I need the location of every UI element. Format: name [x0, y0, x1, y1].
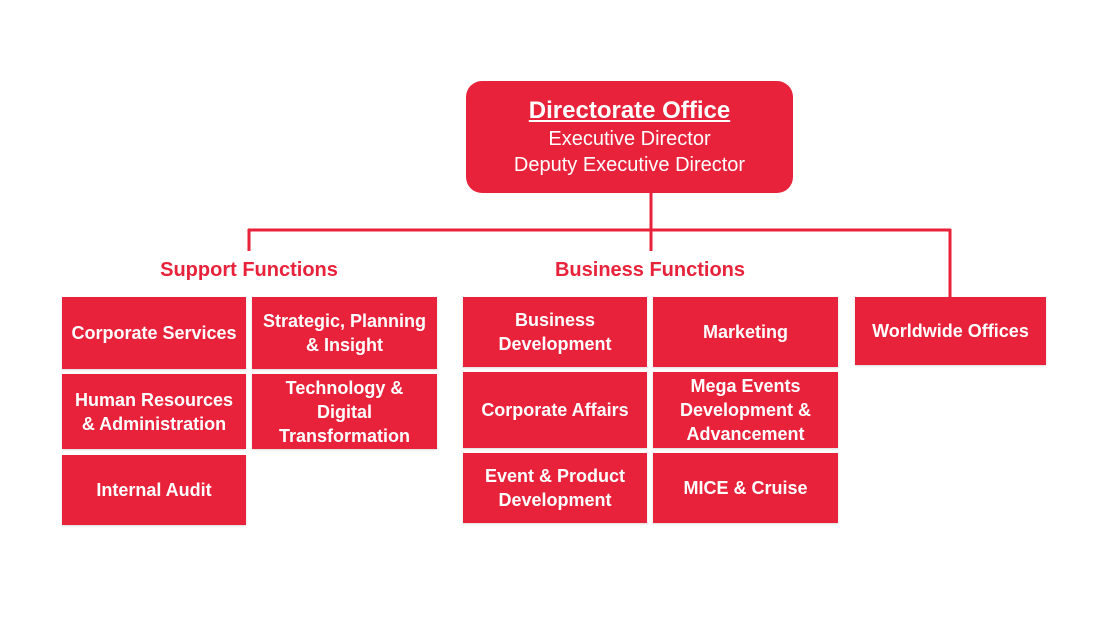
corporate-affairs-label: Corporate Affairs — [481, 400, 629, 420]
strategic-planning-insight-label: Strategic, Planning& Insight — [262, 311, 427, 355]
marketing-label: Marketing — [702, 322, 789, 342]
business-functions-heading: Business Functions — [554, 259, 746, 281]
human-resources-administration-label: Human Resources& Administration — [74, 389, 234, 434]
worldwide-offices-label: Worldwide Offices — [872, 321, 1029, 341]
internal-audit-box: Internal Audit — [62, 455, 246, 525]
mice-cruise-label: MICE & Cruise — [683, 478, 808, 498]
corporate-affairs-box: Corporate Affairs — [463, 372, 647, 448]
support-functions-heading: Support Functions — [160, 259, 338, 281]
corporate-services-box: Corporate Services — [62, 297, 246, 369]
strategic-planning-insight-box: Strategic, Planning& Insight — [252, 297, 437, 369]
deputy-executive-director-label: Deputy Executive Director — [513, 154, 746, 176]
human-resources-administration-box: Human Resources& Administration — [62, 374, 246, 449]
directorate-title: Directorate Office — [528, 97, 731, 124]
internal-audit-label: Internal Audit — [96, 480, 212, 500]
marketing-box: Marketing — [653, 297, 838, 367]
directorate-office-box: Directorate Office Executive Director De… — [466, 81, 793, 193]
worldwide-offices-box: Worldwide Offices — [855, 297, 1046, 365]
corporate-services-label: Corporate Services — [71, 323, 237, 343]
mice-cruise-box: MICE & Cruise — [653, 453, 838, 523]
executive-director-label: Executive Director — [548, 128, 711, 150]
